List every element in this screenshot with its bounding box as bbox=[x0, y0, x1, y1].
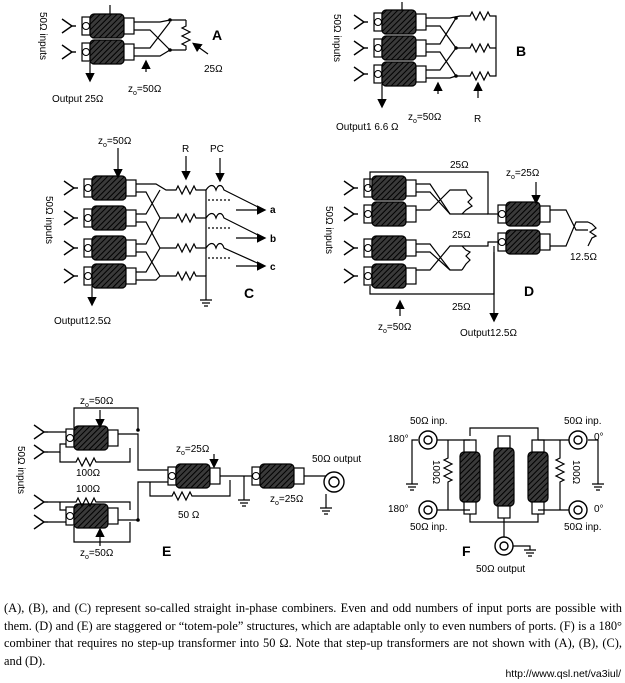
panel-e-z0-mid: zo=25Ω bbox=[176, 444, 210, 457]
panel-d-output-label: Output12.5Ω bbox=[460, 328, 517, 339]
panel-b-node bbox=[454, 74, 458, 78]
panel-e-output-label: 50Ω output bbox=[312, 454, 361, 465]
panel-c-inputs-label: 50Ω inputs bbox=[43, 196, 54, 244]
panel-c-r-label: R bbox=[182, 144, 189, 155]
panel-b-letter: B bbox=[516, 43, 526, 59]
panel-e-inputs-label: 50Ω inputs bbox=[15, 446, 26, 494]
panel-b-transformers bbox=[373, 9, 427, 87]
panel-a-letter: A bbox=[212, 27, 222, 43]
panel-f-inp-br: 50Ω inp. bbox=[564, 522, 602, 533]
panel-c-out-a: a bbox=[270, 205, 276, 216]
panel-a-output-label: Output 25Ω bbox=[52, 94, 104, 105]
panel-b-output-label: Output1 6.6 Ω bbox=[336, 122, 399, 133]
panel-b-inputs-label: 50Ω inputs bbox=[331, 14, 342, 62]
panel-e-input-arrows bbox=[33, 424, 49, 530]
panel-d-r2: 25Ω bbox=[452, 230, 471, 241]
panel-f-output-label: 50Ω output bbox=[476, 564, 525, 575]
panel-e: 50Ω inputs bbox=[15, 396, 361, 561]
panel-b-node bbox=[454, 16, 458, 20]
panel-d-r1: 25Ω bbox=[450, 160, 469, 171]
panel-f-r-right: 100Ω bbox=[570, 460, 581, 485]
panel-a-load-label: 25Ω bbox=[204, 64, 223, 75]
panel-a-node bbox=[168, 18, 172, 22]
panel-d-z0-top: zo=25Ω bbox=[506, 168, 540, 181]
panel-d: 50Ω inputs bbox=[323, 160, 597, 339]
panel-e-z0-top: zo=50Ω bbox=[80, 396, 114, 409]
panel-c-letter: C bbox=[244, 285, 254, 301]
panel-f-inp-tr: 50Ω inp. bbox=[564, 416, 602, 427]
panel-e-node bbox=[136, 518, 140, 522]
panel-b-node bbox=[454, 46, 458, 50]
panel-c-pc-label: PC bbox=[210, 144, 224, 155]
panel-c-out-c: c bbox=[270, 262, 276, 273]
panel-e-output-connector-center bbox=[328, 476, 340, 488]
combiner-diagrams: 50Ω inputs A 25Ω Output 25Ω zo=50Ω 50Ω bbox=[15, 2, 604, 575]
panel-e-r100a: 100Ω bbox=[76, 468, 101, 479]
panel-a: 50Ω inputs A 25Ω Output 25Ω zo=50Ω bbox=[37, 5, 223, 105]
panel-c-output-label: Output12.5Ω bbox=[54, 316, 111, 327]
panel-e-letter: E bbox=[162, 543, 171, 559]
panel-b-z0: zo=50Ω bbox=[408, 112, 442, 125]
panel-d-letter: D bbox=[524, 283, 534, 299]
source-url: http://www.qsl.net/va3iul/ bbox=[505, 668, 621, 680]
panel-e-wiring bbox=[48, 407, 332, 546]
panel-c: 50Ω inputs bbox=[43, 136, 276, 327]
panel-e-r100b: 100Ω bbox=[76, 484, 101, 495]
panel-f-inp-tl: 50Ω inp. bbox=[410, 416, 448, 427]
panel-d-r3: 25Ω bbox=[452, 302, 471, 313]
panel-c-wiring bbox=[87, 148, 267, 307]
panel-c-input-arrows bbox=[63, 180, 79, 284]
panel-a-wiring bbox=[85, 5, 209, 83]
panel-d-r4: 12.5Ω bbox=[570, 252, 597, 263]
panel-f-wiring bbox=[406, 427, 604, 557]
figure-caption: (A), (B), and (C) represent so-called st… bbox=[4, 601, 622, 668]
panel-f-deg-tr: 0° bbox=[594, 432, 604, 443]
panel-a-transformers bbox=[81, 13, 135, 65]
panel-b-input-arrows bbox=[353, 14, 369, 82]
panel-a-z0: zo=50Ω bbox=[128, 84, 162, 97]
panel-d-wiring bbox=[369, 171, 598, 323]
panel-d-inputs-label: 50Ω inputs bbox=[323, 206, 334, 254]
panel-e-z0-mid2: zo=25Ω bbox=[270, 494, 304, 507]
panel-c-z0: zo=50Ω bbox=[98, 136, 132, 149]
panel-a-node bbox=[168, 48, 172, 52]
panel-b-wiring bbox=[377, 2, 497, 109]
panel-d-input-arrows bbox=[343, 180, 359, 284]
panel-f: F 50Ω inp. 50Ω inp. 50Ω inp. 50Ω inp. 18… bbox=[388, 416, 604, 575]
panel-b: 50Ω inputs B R bbox=[331, 2, 526, 133]
panel-c-out-b: b bbox=[270, 234, 276, 245]
panel-f-deg-bl: 180° bbox=[388, 504, 409, 515]
panel-a-input-arrows bbox=[61, 18, 77, 60]
panel-f-r-left: 100Ω bbox=[430, 460, 441, 485]
panel-e-r50: 50 Ω bbox=[178, 510, 200, 521]
panel-f-deg-tl: 180° bbox=[388, 434, 409, 445]
panel-f-transformers bbox=[459, 435, 549, 519]
panel-a-inputs-label: 50Ω inputs bbox=[37, 12, 48, 60]
panel-e-z0-bottom: zo=50Ω bbox=[80, 548, 114, 561]
panel-c-transformers bbox=[83, 175, 137, 289]
panel-d-z0-bottom: zo=50Ω bbox=[378, 322, 412, 335]
panel-f-connectors bbox=[418, 430, 588, 556]
panel-f-inp-bl: 50Ω inp. bbox=[410, 522, 448, 533]
panel-f-deg-br: 0° bbox=[594, 504, 604, 515]
panel-e-node bbox=[136, 428, 140, 432]
panel-b-r-label: R bbox=[474, 114, 481, 125]
panel-f-letter: F bbox=[462, 543, 471, 559]
